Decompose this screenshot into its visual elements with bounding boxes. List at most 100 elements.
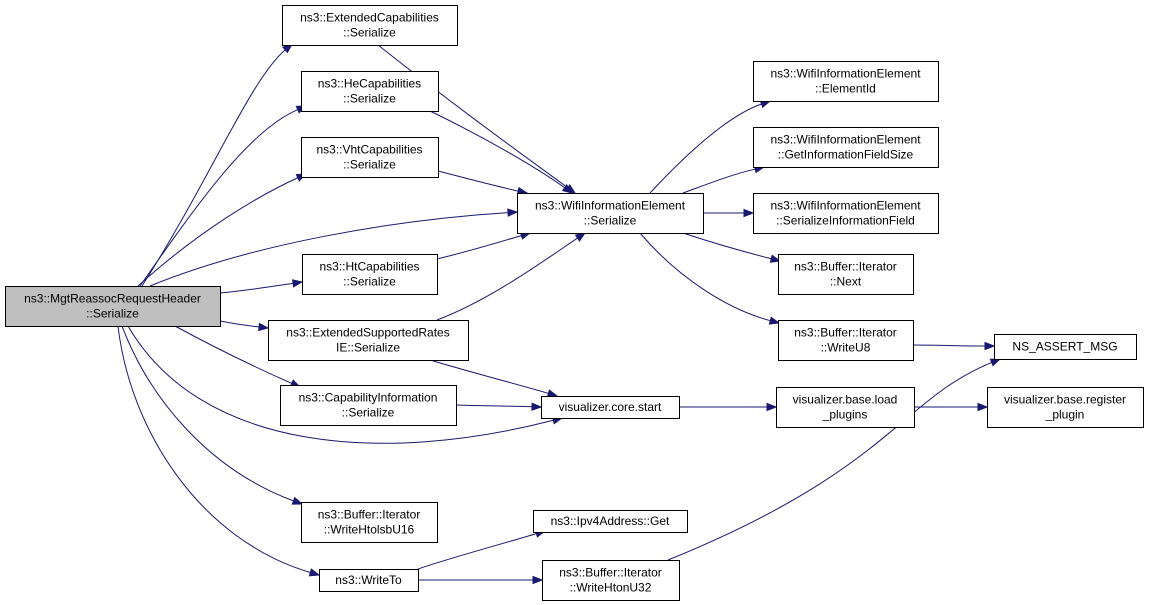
- edge-wie-to-writeu8: [639, 232, 781, 325]
- node-box: [268, 320, 469, 361]
- node-label-line: IE::Serialize: [336, 341, 400, 355]
- edge-line: [417, 533, 537, 570]
- edge-line: [377, 44, 569, 189]
- node-wie[interactable]: ns3::WifiInformationElement::Serialize: [517, 193, 704, 234]
- edge-wie-to-elemid: [649, 100, 772, 194]
- edge-htcap-to-wie: [436, 231, 532, 260]
- node-htonu32[interactable]: ns3::Buffer::Iterator::WriteHtonU32: [542, 560, 680, 601]
- edge-arrowhead: [258, 322, 270, 332]
- edge-line: [437, 170, 519, 192]
- node-extcap[interactable]: ns3::ExtendedCapabilities::Serialize: [282, 5, 458, 46]
- node-label-line: ::WriteU8: [821, 341, 871, 355]
- node-label-line: ::Serialize: [584, 214, 637, 228]
- edge-line: [682, 168, 756, 194]
- node-capinfo[interactable]: ns3::CapabilityInformation::Serialize: [280, 385, 457, 426]
- node-box: [302, 254, 438, 295]
- edge-extrates-to-wie: [436, 232, 587, 321]
- edge-htonu32-to-assertmsg: [667, 358, 1002, 561]
- node-box: [987, 387, 1144, 428]
- node-writeu8[interactable]: ns3::Buffer::Iterator::WriteU8: [778, 320, 914, 361]
- edge-line: [121, 325, 294, 502]
- edge-line: [436, 235, 522, 260]
- edge-line: [127, 325, 554, 444]
- edge-root-to-htolsb: [121, 325, 304, 505]
- node-hecap[interactable]: ns3::HeCapabilities::Serialize: [301, 71, 439, 112]
- edge-root-to-writeto: [117, 325, 321, 577]
- node-label-line: ns3::ExtendedCapabilities: [300, 11, 439, 25]
- node-writeto[interactable]: ns3::WriteTo: [319, 569, 419, 592]
- node-htcap[interactable]: ns3::HtCapabilities::Serialize: [302, 254, 438, 295]
- edge-arrowhead: [546, 389, 559, 398]
- node-label-line: ::Serialize: [342, 406, 395, 420]
- edge-line: [149, 212, 509, 287]
- node-assertmsg[interactable]: NS_ASSERT_MSG: [994, 334, 1137, 360]
- edge-arrowhead: [768, 316, 781, 325]
- node-getinfo[interactable]: ns3::WifiInformationElement::GetInformat…: [753, 127, 939, 168]
- node-label-line: ns3::WifiInformationElement: [770, 67, 921, 81]
- node-box: [517, 193, 704, 234]
- edge-writeu8-to-assertmsg: [912, 341, 996, 351]
- edge-line: [174, 325, 292, 384]
- node-label-line: ::SerializeInformationField: [776, 214, 915, 228]
- edge-root-to-hecap: [139, 105, 308, 287]
- edge-root-to-htcap: [219, 279, 304, 294]
- edge-arrowhead: [769, 254, 782, 263]
- node-label-line: ::Next: [830, 275, 862, 289]
- node-regplug[interactable]: visualizer.base.register_plugin: [987, 387, 1144, 428]
- node-label-line: ns3::Buffer::Iterator: [794, 326, 897, 340]
- edge-root-to-extcap: [141, 43, 294, 287]
- node-label-line: ::GetInformationFieldSize: [778, 148, 914, 162]
- node-label-line: ::Serialize: [343, 92, 396, 106]
- node-label-line: visualizer.base.load: [793, 393, 898, 407]
- edge-arrowhead: [308, 568, 321, 577]
- edge-arrowhead: [291, 496, 304, 505]
- edge-wie-to-getinfo: [682, 165, 766, 194]
- node-viscore[interactable]: visualizer.core.start: [541, 396, 680, 419]
- node-next[interactable]: ns3::Buffer::Iterator::Next: [778, 254, 914, 295]
- node-label-line: ::Serialize: [343, 275, 396, 289]
- node-label-line: ns3::VhtCapabilities: [316, 143, 422, 157]
- node-root[interactable]: ns3::MgtReassocRequestHeader::Serialize: [5, 286, 221, 327]
- node-label-line: ns3::Buffer::Iterator: [559, 566, 662, 580]
- node-box: [753, 193, 939, 234]
- edge-line: [117, 325, 311, 573]
- node-ipv4get[interactable]: ns3::Ipv4Address::Get: [533, 510, 688, 533]
- node-label-line: ns3::HeCapabilities: [318, 77, 421, 91]
- edge-line: [137, 177, 299, 287]
- edge-line: [139, 109, 298, 287]
- node-label-line: ::Serialize: [343, 158, 396, 172]
- node-box: [301, 137, 439, 178]
- node-elemid[interactable]: ns3::WifiInformationElement::ElementId: [753, 61, 939, 102]
- edge-arrowhead: [531, 402, 543, 411]
- edge-line: [436, 237, 578, 321]
- node-label-line: ::WriteHtolsbU16: [324, 523, 415, 537]
- edge-wie-to-next: [682, 232, 782, 263]
- edge-line: [219, 320, 260, 328]
- node-box: [994, 334, 1137, 360]
- node-label-line: _plugin: [1045, 408, 1085, 422]
- node-label-line: ::ElementId: [815, 82, 876, 96]
- node-label-line: ns3::CapabilityInformation: [299, 391, 438, 405]
- node-label-line: ::Serialize: [86, 307, 139, 321]
- edge-line: [649, 103, 762, 194]
- node-vhtcap[interactable]: ns3::VhtCapabilities::Serialize: [301, 137, 439, 178]
- edge-arrowhead: [507, 208, 519, 217]
- node-label-line: ns3::WifiInformationElement: [770, 133, 921, 147]
- edge-root-to-vhtcap: [137, 173, 308, 287]
- node-label-line: visualizer.core.start: [559, 400, 662, 414]
- node-label-line: ns3::MgtReassocRequestHeader: [24, 292, 201, 306]
- node-loadplug[interactable]: visualizer.base.load_plugins: [776, 387, 915, 428]
- edge-hecap-to-wie: [429, 110, 574, 194]
- edge-line: [219, 282, 294, 294]
- edge-capinfo-to-viscore: [455, 402, 543, 411]
- nodes-layer: ns3::MgtReassocRequestHeader::Serializen…: [5, 5, 1144, 601]
- edge-arrowhead: [984, 341, 996, 351]
- node-htolsb[interactable]: ns3::Buffer::Iterator::WriteHtolsbU16: [301, 502, 438, 543]
- node-label-line: ns3::HtCapabilities: [319, 260, 419, 274]
- edge-arrowhead: [561, 184, 574, 194]
- edge-line: [667, 361, 992, 561]
- node-serinfo[interactable]: ns3::WifiInformationElement::SerializeIn…: [753, 193, 939, 234]
- node-box: [753, 127, 939, 168]
- node-box: [778, 254, 914, 295]
